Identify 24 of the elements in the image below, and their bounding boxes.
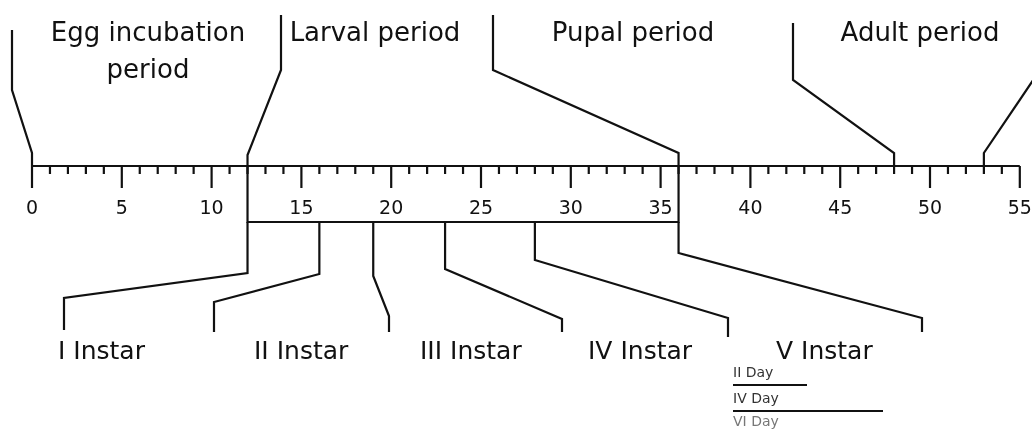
tick-label: 50 [916, 196, 944, 219]
instar-label: III Instar [420, 336, 522, 366]
tick-label: 40 [737, 196, 764, 219]
instar-label: II Instar [254, 336, 349, 366]
tick-label: 5 [114, 196, 129, 219]
day-label: IV Day [733, 390, 779, 407]
day-label: II Day [733, 364, 774, 381]
tick-label: 35 [647, 196, 674, 219]
tick-label: 20 [378, 196, 405, 219]
day-label: VI Day [733, 413, 779, 430]
tick-label: 10 [198, 196, 225, 219]
instar-label: I Instar [58, 336, 145, 366]
tick-label: 55 [1006, 196, 1032, 219]
tick-label: 30 [557, 196, 584, 219]
period-label: Adult period [839, 16, 1001, 49]
period-label: Egg incubation period [49, 16, 247, 86]
instar-label: V Instar [776, 336, 873, 366]
tick-label: 15 [288, 196, 315, 219]
tick-label: 45 [827, 196, 854, 219]
period-label: Larval period [288, 16, 462, 49]
tick-label: 0 [24, 196, 40, 219]
tick-label: 25 [467, 196, 495, 219]
period-label: Pupal period [550, 16, 716, 49]
instar-label: IV Instar [588, 336, 693, 366]
